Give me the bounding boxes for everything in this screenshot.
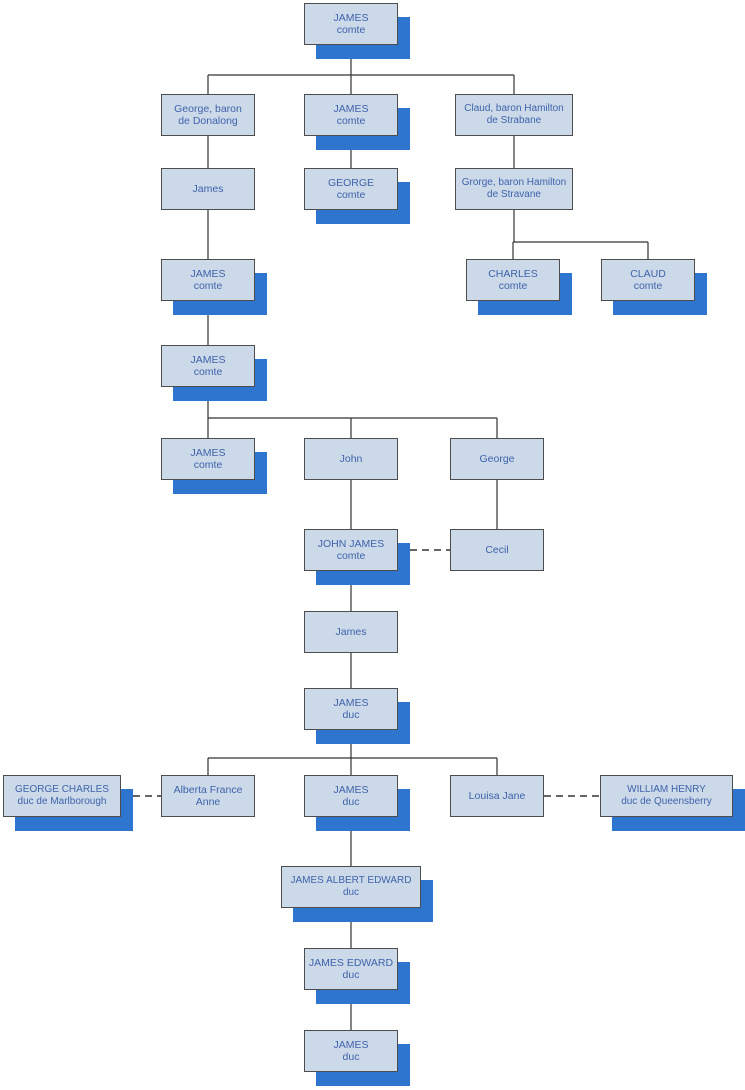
node-label-secondary: comte (498, 280, 528, 292)
node-label-primary: JAMES EDWARD (308, 956, 394, 969)
node-label-primary: CHARLES (488, 267, 538, 280)
node-label-secondary: comte (336, 550, 366, 562)
node-label-secondary: duc (342, 709, 360, 721)
node-label-secondary: duc (342, 969, 360, 981)
person-node[interactable]: John (304, 438, 398, 480)
node-label-primary: JAMES (190, 446, 226, 459)
node-label-primary: James (335, 625, 367, 638)
node-label-primary: George, baron (174, 102, 242, 115)
node-label-secondary: comte (336, 24, 366, 36)
node-label-secondary: comte (633, 280, 663, 292)
person-node[interactable]: George (450, 438, 544, 480)
node-label-primary: JAMES (333, 1038, 369, 1051)
node-label-primary: JAMES (333, 11, 369, 24)
node-box[interactable]: James (161, 168, 255, 210)
node-label-primary: Grorge, baron Hamilton (461, 177, 567, 189)
node-label-primary: Louisa Jane (468, 789, 526, 802)
node-label-secondary: duc (342, 1051, 360, 1063)
person-node[interactable]: James (161, 168, 255, 210)
node-label-primary: George (479, 452, 515, 465)
node-box[interactable]: Cecil (450, 529, 544, 571)
node-label-primary: JAMES ALBERT EDWARD (290, 875, 412, 887)
node-label-secondary: comte (336, 189, 366, 201)
node-box[interactable]: Louisa Jane (450, 775, 544, 817)
node-label-secondary: comte (336, 115, 366, 127)
node-label-primary: JAMES (333, 783, 369, 796)
node-label-primary: JOHN JAMES (317, 537, 385, 550)
node-label-primary: Claud, baron Hamilton (464, 103, 564, 115)
node-label-secondary: Anne (195, 796, 221, 808)
node-box[interactable]: John (304, 438, 398, 480)
node-label-secondary: comte (193, 366, 223, 378)
node-label-primary: JAMES (333, 102, 369, 115)
node-label-secondary: duc de Marlborough (17, 796, 107, 807)
person-node[interactable]: Cecil (450, 529, 544, 571)
node-label-secondary: de Strabane (486, 115, 542, 126)
node-label-secondary: de Donalong (178, 115, 238, 127)
node-label-secondary: duc (342, 796, 360, 808)
node-label-primary: GEORGE CHARLES (15, 784, 109, 796)
node-label-secondary: duc de Queensberry (621, 796, 712, 807)
node-label-secondary: comte (193, 459, 223, 471)
node-label-secondary: comte (193, 280, 223, 292)
node-label-primary: James (192, 182, 224, 195)
node-label-secondary: de Stravane (487, 189, 541, 200)
person-node[interactable]: James (304, 611, 398, 653)
node-box[interactable]: James (304, 611, 398, 653)
node-label-primary: WILLIAM HENRY (627, 784, 706, 796)
node-label-primary: JAMES (190, 353, 226, 366)
node-label-secondary: duc (342, 887, 360, 898)
person-node[interactable]: Louisa Jane (450, 775, 544, 817)
node-label-primary: Cecil (485, 543, 509, 556)
node-label-primary: JAMES (190, 267, 226, 280)
node-box[interactable]: George (450, 438, 544, 480)
node-label-primary: Alberta France (173, 783, 243, 796)
node-label-primary: CLAUD (630, 267, 666, 280)
node-label-primary: John (339, 452, 363, 465)
node-label-primary: GEORGE (327, 176, 375, 189)
node-label-primary: JAMES (333, 696, 369, 709)
